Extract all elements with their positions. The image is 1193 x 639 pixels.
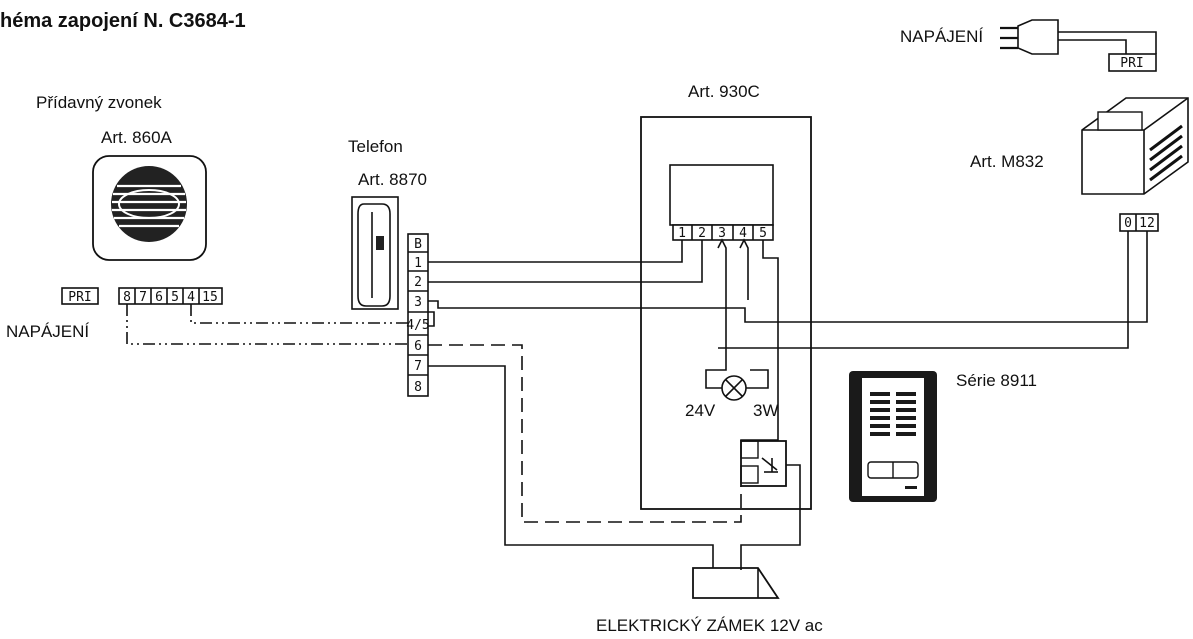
phone-terminal-block: B 1 2 3 4/5 6 7 8 (406, 233, 430, 397)
wire-lamp-a (705, 238, 727, 389)
phone-terminal: 8 (414, 380, 422, 395)
electric-lock-icon (692, 567, 780, 599)
bell-terminal: 7 (139, 290, 147, 305)
phone-terminal: B (414, 237, 422, 252)
wiring (126, 231, 1148, 570)
transformer-terminal: 12 (1139, 216, 1155, 231)
wire-transformer-0 (718, 231, 1129, 349)
phone-terminal: 1 (414, 256, 422, 271)
pri-top-tag: PRI (1108, 53, 1157, 72)
bell-caption: Přídavný zvonek (36, 93, 162, 112)
wire-bell-8 (126, 304, 408, 345)
panel-terminal: 2 (698, 226, 706, 241)
wire-2 (428, 240, 703, 283)
bell-terminal: 8 (123, 290, 131, 305)
wire-lamp-c (746, 369, 769, 389)
door-panel-icon (849, 371, 937, 502)
panel-terminal: 1 (678, 226, 686, 241)
phone-terminal: 4/5 (406, 318, 429, 333)
panel-terminal: 3 (718, 226, 726, 241)
wire-6-dashed (428, 344, 742, 523)
transformer-article: Art. M832 (970, 152, 1044, 171)
panel-terminal: 4 (739, 226, 747, 241)
svg-text:PRI: PRI (68, 290, 91, 305)
wire-lamp-b (739, 238, 749, 300)
phone-terminal: 2 (414, 275, 422, 290)
wire-bell-5 (190, 304, 408, 324)
bell-terminal: 4 (187, 290, 195, 305)
wire-lock-b (740, 464, 801, 570)
lamp-icon (721, 375, 747, 401)
napajeni-top-label: NAPÁJENÍ (900, 27, 983, 46)
bell-icon (92, 155, 207, 261)
lamp-power-label: 3W (753, 401, 779, 420)
phone-terminal: 6 (414, 339, 422, 354)
wire-5 (740, 240, 779, 441)
panel-terminal-strip: 1 2 3 4 5 (672, 224, 774, 241)
diagram-title: héma zapojení N. C3684-1 (0, 10, 246, 32)
phone-terminal: 7 (414, 359, 422, 374)
telephone-caption: Telefon (348, 137, 403, 156)
pri-left-tag: PRI (61, 287, 99, 305)
lock-button-icon (740, 440, 787, 487)
lock-caption: ELEKTRICKÝ ZÁMEK 12V ac (596, 616, 823, 635)
telephone-handset-icon (351, 196, 399, 310)
lamp-voltage-label: 24V (685, 401, 716, 420)
wire-7 (428, 365, 714, 568)
bell-terminal: 15 (202, 290, 218, 305)
wire-1 (428, 240, 683, 263)
transformer-icon (1081, 97, 1189, 195)
panel-terminal: 5 (759, 226, 767, 241)
serie-label: Série 8911 (956, 371, 1037, 390)
napajeni-left-label: NAPÁJENÍ (6, 322, 89, 341)
phone-terminal: 3 (414, 295, 422, 310)
telephone-article: Art. 8870 (358, 170, 427, 189)
panel-module (669, 164, 774, 226)
wire-45-loop (428, 311, 435, 327)
bell-article: Art. 860A (101, 128, 173, 147)
bell-terminal: 6 (155, 290, 163, 305)
bell-terminal-strip: 8 7 6 5 4 15 (118, 287, 223, 305)
panel-enclosure (640, 116, 812, 510)
bell-terminal: 5 (171, 290, 179, 305)
transformer-terminal-strip: 0 12 (1119, 213, 1159, 232)
transformer-terminal: 0 (1124, 216, 1132, 231)
wire-3 (428, 231, 1148, 323)
svg-text:PRI: PRI (1120, 56, 1143, 71)
power-plug-icon (1000, 19, 1157, 55)
panel-article: Art. 930C (688, 82, 760, 101)
